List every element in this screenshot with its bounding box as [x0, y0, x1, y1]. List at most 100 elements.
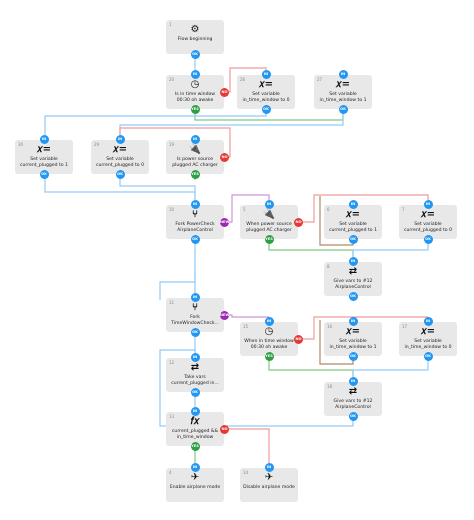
yes-port[interactable]: YES	[264, 352, 274, 361]
in-port[interactable]: IN	[190, 293, 200, 302]
node-number: 8	[327, 264, 330, 269]
yes-port[interactable]: YES	[190, 442, 200, 451]
flow-node-20[interactable]: 20◷Is in time window 00:30 oh awake	[166, 75, 224, 109]
yes-port[interactable]: YES	[190, 105, 200, 114]
ok-port[interactable]: OK	[423, 235, 433, 244]
no-port[interactable]: NO	[220, 152, 229, 162]
in-port[interactable]: IN	[190, 200, 200, 209]
no-port[interactable]: NO	[294, 334, 303, 344]
ok-port[interactable]: OK	[190, 235, 200, 244]
clock-icon: ◷	[264, 326, 274, 337]
node-label: Is power source plugged AC charger	[172, 157, 218, 168]
flow-node-11[interactable]: 11⑂Fork TimeWindowCheck...	[166, 298, 224, 332]
flow-node-19[interactable]: 19🔌Is power source plugged AC charger	[166, 140, 224, 174]
in-port[interactable]: IN	[348, 317, 358, 326]
node-label: Set variable current_plugged to 1	[328, 222, 377, 233]
in-port[interactable]: IN	[423, 317, 433, 326]
node-label: Set variable in_time_window to 1	[319, 92, 367, 103]
node-number: 20	[169, 77, 175, 82]
variable-icon: 𝑥=	[346, 209, 360, 220]
node-number: 16	[327, 324, 333, 329]
ok-port[interactable]: OK	[338, 105, 348, 114]
flow-node-15[interactable]: 15◷When in time window 00:30 oh awake	[240, 322, 298, 356]
in-port[interactable]: IN	[190, 70, 200, 79]
airplane-icon: ✈	[264, 472, 274, 483]
connection-wire	[119, 109, 344, 135]
flow-node-10[interactable]: 10⑂Fork PowerCheck AirplaneControl	[166, 205, 224, 239]
node-number: 17	[402, 324, 408, 329]
in-port[interactable]: IN	[190, 135, 200, 144]
plug-icon: 🔌	[188, 144, 202, 155]
ok-port[interactable]: OK	[115, 170, 125, 179]
in-port[interactable]: IN	[264, 463, 274, 472]
in-port[interactable]: IN	[264, 317, 274, 326]
in-port[interactable]: IN	[348, 377, 358, 386]
in-port[interactable]: IN	[190, 353, 200, 362]
variable-icon: 𝑥=	[346, 326, 360, 337]
ok-port[interactable]: OK	[348, 352, 358, 361]
give-icon: ⇄	[348, 266, 358, 277]
node-label: Flow beginning	[177, 37, 213, 42]
node-label: Fork TimeWindowCheck...	[171, 315, 219, 326]
no-port[interactable]: NO	[220, 424, 229, 434]
node-label: When in time window 00:30 oh awake	[244, 339, 294, 350]
ok-port[interactable]: OK	[348, 292, 358, 301]
flow-node-14[interactable]: 14✈Disable airplane mode	[240, 468, 298, 502]
node-number: 27	[317, 77, 323, 82]
connection-wire	[159, 270, 196, 300]
node-label: Set variable in_time_window to 0	[242, 92, 290, 103]
flow-node-1[interactable]: 1⚙Flow beginning	[166, 20, 224, 54]
connection-wire	[298, 316, 428, 340]
flow-node-12[interactable]: 12⇄Take vars current_plugged in...	[166, 358, 224, 392]
in-port[interactable]: IN	[348, 257, 358, 266]
in-port[interactable]: IN	[39, 135, 49, 144]
yes-port[interactable]: YES	[264, 235, 274, 244]
ok-port[interactable]: OK	[39, 170, 49, 179]
node-number: 4	[169, 470, 172, 475]
new-port[interactable]: NEW	[220, 310, 229, 320]
in-port[interactable]: IN	[115, 135, 125, 144]
in-port[interactable]: IN	[190, 463, 200, 472]
yes-port[interactable]: YES	[190, 170, 200, 179]
in-port[interactable]: IN	[338, 70, 348, 79]
flow-node-27[interactable]: 27 𝑥= Set variable in_time_window to 1	[314, 75, 372, 109]
ok-port[interactable]: OK	[190, 388, 200, 397]
clock-icon: ◷	[190, 79, 200, 90]
flow-node-5[interactable]: 5 🔌 When power source plugged AC charger	[240, 205, 298, 239]
node-label: Set variable current_plugged to 0	[95, 157, 144, 168]
variable-icon: 𝑥=	[421, 209, 435, 220]
in-port[interactable]: IN	[423, 200, 433, 209]
no-port[interactable]: NO	[220, 87, 229, 97]
ok-port[interactable]: OK	[423, 352, 433, 361]
in-port[interactable]: IN	[190, 407, 200, 416]
in-port[interactable]: IN	[261, 70, 271, 79]
node-number: 29	[94, 142, 100, 147]
plug-icon: 🔌	[262, 209, 276, 220]
flow-node-8[interactable]: 8⇄Give vars to #12 AirplaneControl	[324, 262, 382, 296]
node-number: 14	[243, 470, 249, 475]
node-label: When power source plugged AC charger	[246, 222, 292, 233]
ok-port[interactable]: OK	[348, 235, 358, 244]
no-port[interactable]: NO	[294, 217, 303, 227]
ok-port[interactable]: OK	[261, 105, 271, 114]
ok-port[interactable]: OK	[190, 50, 200, 59]
node-number: 5	[243, 207, 246, 212]
flow-node-4[interactable]: 4✈Enable airplane mode	[166, 468, 224, 502]
ok-port[interactable]: OK	[348, 412, 358, 421]
ok-port[interactable]: OK	[190, 328, 200, 337]
node-number: 13	[169, 414, 175, 419]
flow-node-18[interactable]: 18⇄Give vars to #12 AirplaneControl	[324, 382, 382, 416]
variable-icon: 𝑥=	[336, 79, 350, 90]
new-port[interactable]: NEW	[220, 217, 229, 227]
in-port[interactable]: IN	[264, 200, 274, 209]
in-port[interactable]: IN	[348, 200, 358, 209]
node-label: Set variable in_time_window to 0	[404, 339, 452, 350]
